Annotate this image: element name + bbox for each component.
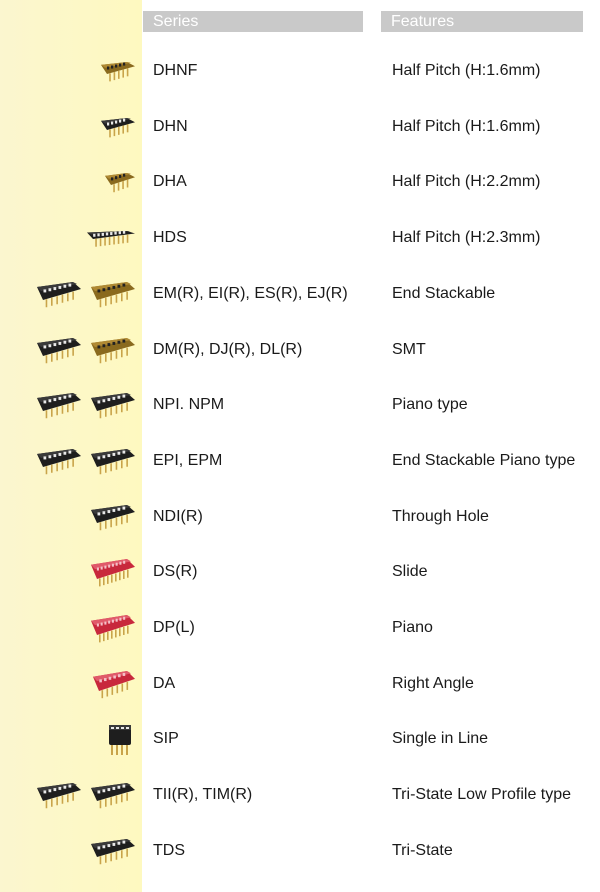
table-row: DA Right Angle <box>0 664 600 704</box>
table-row: DM(R), DJ(R), DL(R) SMT <box>0 330 600 370</box>
gold-dip-switch-icon <box>87 280 137 308</box>
red-right-angle-switch-icon <box>89 669 137 699</box>
gold-smd-switch-icon <box>97 60 137 82</box>
gold-dip-switch-icon <box>87 336 137 364</box>
product-images <box>87 613 137 643</box>
product-images <box>33 780 137 810</box>
series-name: EPI, EPM <box>153 451 223 469</box>
features-header: Features <box>381 11 583 32</box>
feature-text: Tri-State <box>392 841 453 859</box>
black-dip-switch-icon <box>33 280 83 308</box>
black-slim-switch-icon <box>83 229 137 247</box>
product-images <box>103 721 137 757</box>
black-dip-switch-icon <box>33 447 83 475</box>
table-row: NDI(R) Through Hole <box>0 497 600 537</box>
feature-text: Tri-State Low Profile type <box>392 786 572 804</box>
series-name: DHN <box>153 117 188 135</box>
feature-text: Half Pitch (H:1.6mm) <box>392 117 541 135</box>
black-dip-switch-icon <box>87 503 137 531</box>
black-dip-switch-icon <box>87 781 137 809</box>
table-row: TII(R), TIM(R) Tri-State Low Profile type <box>0 775 600 815</box>
series-name: DM(R), DJ(R), DL(R) <box>153 340 303 358</box>
black-dip-switch-icon <box>33 391 83 419</box>
feature-text: End Stackable Piano type <box>392 451 576 469</box>
series-name: SIP <box>153 730 179 748</box>
table-row: TDS Tri-State <box>0 831 600 871</box>
series-name: HDS <box>153 229 187 247</box>
black-dip-switch-icon <box>87 447 137 475</box>
feature-text: Slide <box>392 563 428 581</box>
feature-text: End Stackable <box>392 284 496 302</box>
table-row: DS(R) Slide <box>0 552 600 592</box>
feature-text: Half Pitch (H:2.2mm) <box>392 173 541 191</box>
product-images <box>87 557 137 587</box>
table-row: SIP Single in Line <box>0 719 600 759</box>
black-sip-switch-icon <box>103 721 137 757</box>
series-name: DHA <box>153 173 187 191</box>
table-row: DP(L) Piano <box>0 608 600 648</box>
product-images <box>89 669 137 699</box>
product-images <box>101 167 137 197</box>
black-dip-switch-icon <box>87 837 137 865</box>
feature-text: Half Pitch (H:1.6mm) <box>392 62 541 79</box>
gold-right-angle-switch-icon <box>101 171 137 193</box>
series-name: TDS <box>153 841 185 859</box>
feature-text: Single in Line <box>392 730 489 748</box>
product-images <box>33 279 137 309</box>
red-piano-switch-icon <box>87 613 137 643</box>
table-row: DHN Half Pitch (H:1.6mm) <box>0 107 600 147</box>
product-images <box>83 223 137 253</box>
red-slide-switch-icon <box>87 557 137 587</box>
feature-text: SMT <box>392 340 426 358</box>
series-name: DA <box>153 674 176 692</box>
series-name: NDI(R) <box>153 507 203 525</box>
black-smd-switch-icon <box>97 116 137 138</box>
table-row: EM(R), EI(R), ES(R), EJ(R) End Stackable <box>0 274 600 314</box>
series-name: EM(R), EI(R), ES(R), EJ(R) <box>153 284 348 302</box>
product-images <box>87 502 137 532</box>
feature-text: Half Pitch (H:2.3mm) <box>392 229 541 247</box>
product-images <box>33 390 137 420</box>
table-row: EPI, EPM End Stackable Piano type <box>0 441 600 481</box>
feature-text: Piano <box>392 619 433 636</box>
table-row: DHA Half Pitch (H:2.2mm) <box>0 162 600 202</box>
series-name: TII(R), TIM(R) <box>153 786 253 804</box>
product-images <box>33 335 137 365</box>
series-name: DHNF <box>153 62 198 79</box>
series-name: DP(L) <box>153 619 195 636</box>
product-images <box>87 836 137 866</box>
feature-text: Through Hole <box>392 507 489 525</box>
series-header: Series <box>143 11 363 32</box>
black-dip-switch-icon <box>33 336 83 364</box>
series-name: NPI. NPM <box>153 396 225 414</box>
table-row: DHNF Half Pitch (H:1.6mm) <box>0 51 600 91</box>
black-dip-switch-icon <box>33 781 83 809</box>
black-dip-switch-icon <box>87 391 137 419</box>
product-images <box>33 446 137 476</box>
series-name: DS(R) <box>153 563 198 581</box>
table-row: NPI. NPM Piano type <box>0 385 600 425</box>
feature-text: Piano type <box>392 396 468 414</box>
table-row: HDS Half Pitch (H:2.3mm) <box>0 218 600 258</box>
product-images <box>97 56 137 86</box>
product-images <box>97 112 137 142</box>
feature-text: Right Angle <box>392 674 474 692</box>
